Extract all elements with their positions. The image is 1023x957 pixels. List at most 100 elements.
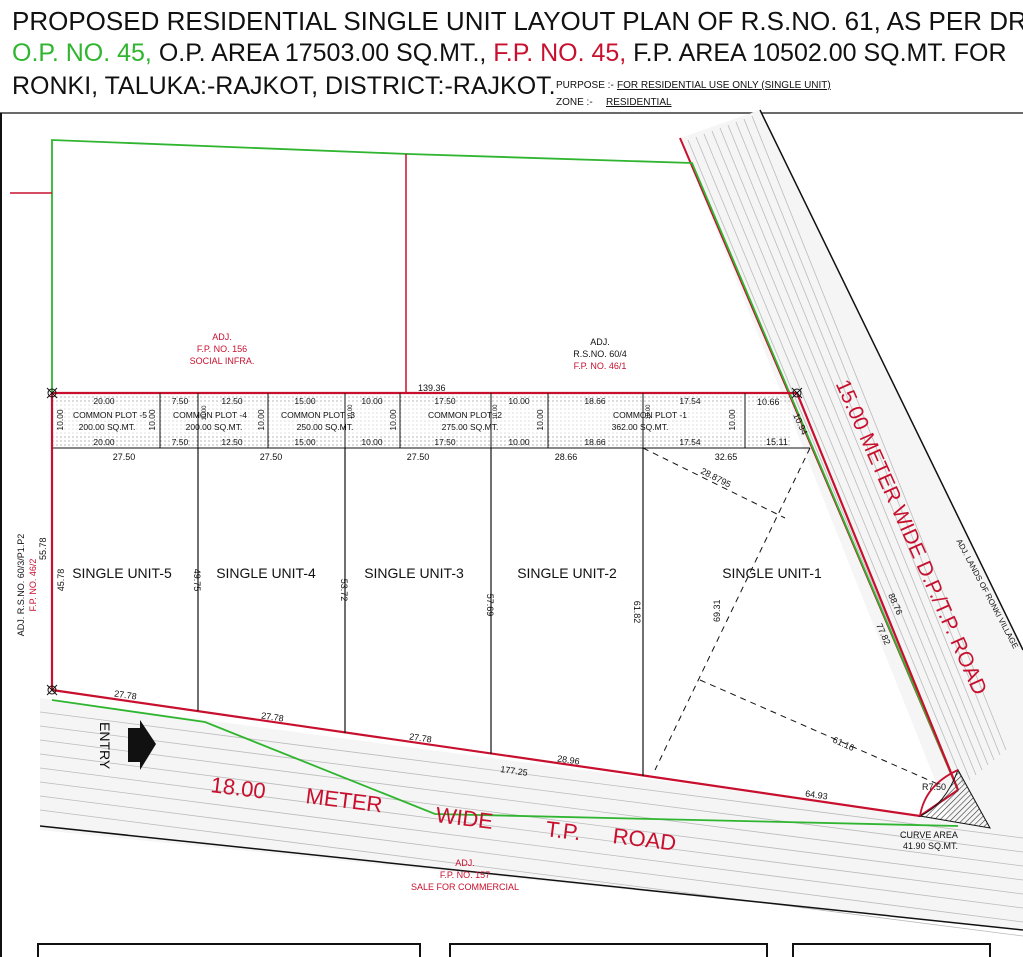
unit-4-label: SINGLE UNIT-4	[216, 565, 316, 581]
unit-4-side: 49.75	[192, 569, 202, 592]
svg-text:ADJ.: ADJ.	[455, 858, 475, 868]
dim-unit1-inner: 61.16	[831, 735, 856, 753]
unit-4-top: 27.50	[260, 452, 283, 462]
cp1-side-a: 10.00	[646, 404, 652, 420]
cp3-area: 250.00 SQ.MT.	[297, 422, 354, 432]
cp3-name: COMMON PLOT -3	[281, 410, 355, 420]
op-boundary-green	[51, 139, 959, 791]
unit-3-label: SINGLE UNIT-3	[364, 565, 464, 581]
svg-text:F.P. NO. 46/2: F.P. NO. 46/2	[28, 559, 38, 612]
dim-curve-r: R7.50	[922, 782, 946, 792]
cp3-top-b: 10.00	[361, 396, 383, 406]
cp3-top-a: 15.00	[294, 396, 316, 406]
svg-text:F.P. NO. 46/1: F.P. NO. 46/1	[574, 361, 627, 371]
unit-5-top: 27.50	[113, 452, 136, 462]
purpose-label: PURPOSE :-	[556, 80, 614, 91]
entry-arrow-icon	[128, 720, 156, 770]
cp5-side-right: 10.00	[147, 409, 157, 431]
cp4-side-b: 10.00	[256, 409, 266, 431]
cp2-area: 275.00 SQ.MT.	[442, 422, 499, 432]
road-18m	[39, 698, 1023, 937]
dim-east-c: 15.11	[766, 437, 788, 447]
cp2-bot-b: 10.00	[508, 437, 530, 447]
units: SINGLE UNIT-5 SINGLE UNIT-4 SINGLE UNIT-…	[56, 452, 828, 802]
cp5-top: 20.00	[93, 396, 115, 406]
svg-text:R.S.NO. 60/4: R.S.NO. 60/4	[573, 349, 627, 359]
svg-text:F.P. NO. 157: F.P. NO. 157	[440, 870, 490, 880]
cp2-name: COMMON PLOT -2	[428, 410, 502, 420]
dim-north-top: 139.36	[418, 383, 446, 393]
road-15m	[679, 109, 1023, 838]
unit-4-bottom: 27.78	[261, 711, 285, 724]
cp3-side-a: 10.00	[348, 404, 354, 420]
common-plots: 20.00 COMMON PLOT -5 200.00 SQ.MT. 20.00…	[55, 396, 737, 447]
adj-west-top: ADJ. F.P. NO. 156 SOCIAL INFRA.	[190, 332, 255, 366]
cp4-side-a: 10.00	[202, 405, 208, 421]
cp4-top-a: 7.50	[172, 396, 189, 406]
adj-bottom: ADJ. F.P. NO. 157 SALE FOR COMMERCIAL	[411, 858, 519, 892]
cp5-name: COMMON PLOT -5	[73, 410, 147, 420]
op-number: O.P. NO. 45,	[12, 39, 152, 67]
cp5-area: 200.00 SQ.MT.	[79, 422, 136, 432]
svg-text:F.P. NO. 156: F.P. NO. 156	[197, 344, 247, 354]
cp2-bot-a: 17.50	[434, 437, 456, 447]
svg-text:ADJ.: ADJ.	[212, 332, 232, 342]
purpose-value: FOR RESIDENTIAL USE ONLY (SINGLE UNIT)	[617, 80, 831, 91]
zone-label: ZONE :-	[556, 97, 593, 108]
cp2-top-b: 10.00	[508, 396, 530, 406]
title-block: PROPOSED RESIDENTIAL SINGLE UNIT LAYOUT …	[12, 6, 1023, 108]
cp4-name: COMMON PLOT -4	[173, 410, 247, 420]
dim-south-total: 177.25	[500, 764, 529, 778]
cp1-top-a: 18.66	[584, 396, 606, 406]
unit-1-top: 32.65	[715, 452, 738, 462]
svg-text:T.P.: T.P.	[544, 816, 582, 845]
svg-text:ADJ. R.S.NO. 60/3/P1.P2: ADJ. R.S.NO. 60/3/P1.P2	[16, 534, 26, 637]
unit-5-side: 45.78	[56, 569, 66, 592]
adj-left-side: ADJ. R.S.NO. 60/3/P1.P2 F.P. NO. 46/2	[16, 534, 38, 637]
unit-2-top: 28.66	[555, 452, 578, 462]
cp4-bot-a: 7.50	[172, 437, 189, 447]
cp1-bot-b: 17.54	[679, 437, 701, 447]
cp2-side-b: 10.00	[535, 409, 545, 431]
svg-text:SOCIAL INFRA.: SOCIAL INFRA.	[190, 356, 255, 366]
cp1-area: 362.00 SQ.MT.	[612, 422, 669, 432]
cp4-top-b: 12.50	[221, 396, 243, 406]
cp5-side-left: 10.00	[55, 409, 65, 431]
cp3-side-b: 10.00	[388, 409, 398, 431]
title-line-3: RONKI, TALUKA:-RAJKOT, DISTRICT:-RAJKOT.	[12, 72, 556, 100]
unit-5-label: SINGLE UNIT-5	[72, 565, 172, 581]
cp3-bot-a: 15.00	[294, 437, 316, 447]
svg-text:ADJ.: ADJ.	[590, 337, 610, 347]
cp1-top-b: 17.54	[679, 396, 701, 406]
dim-east-a: 10.66	[757, 397, 780, 407]
cp5-bot: 20.00	[93, 437, 115, 447]
unit-1-label: SINGLE UNIT-1	[722, 565, 822, 581]
cp2-top-a: 17.50	[434, 396, 456, 406]
title-line-2: O.P. NO. 45, O.P. AREA 17503.00 SQ.MT., …	[12, 39, 1007, 67]
zone-value: RESIDENTIAL	[606, 97, 672, 108]
unit-5-bottom: 27.78	[114, 689, 138, 702]
entry-label: ENTRY	[97, 722, 113, 770]
curve-area-value: 41.90 SQ.MT.	[903, 841, 958, 851]
dim-unit1-vert: 69.31	[712, 599, 722, 622]
cp4-area: 200.00 SQ.MT.	[186, 422, 243, 432]
corner-markers	[46, 387, 803, 696]
fp-number: F.P. NO. 45,	[486, 39, 626, 67]
dim-west-total: 55.78	[38, 537, 48, 560]
svg-text:SALE FOR COMMERCIAL: SALE FOR COMMERCIAL	[411, 882, 519, 892]
entry-marker: ENTRY	[97, 720, 156, 770]
fp-area: F.P. AREA 10502.00 SQ.MT. FOR	[626, 39, 1006, 67]
unit-3-bottom: 27.78	[409, 732, 433, 745]
op-area: O.P. AREA 17503.00 SQ.MT.,	[152, 39, 486, 67]
unit-2-bottom: 28.96	[557, 754, 581, 767]
unit-3-top: 27.50	[407, 452, 430, 462]
cp2-side-a: 10.00	[493, 404, 499, 420]
legend-frames	[37, 943, 991, 957]
cp4-bot-b: 12.50	[221, 437, 243, 447]
unit-2-side: 57.69	[485, 594, 495, 617]
unit-2-label: SINGLE UNIT-2	[517, 565, 617, 581]
unit-1-side: 61.82	[632, 601, 642, 624]
title-line-1: PROPOSED RESIDENTIAL SINGLE UNIT LAYOUT …	[12, 6, 1023, 36]
cp1-bot-a: 18.66	[584, 437, 606, 447]
adj-east-top: ADJ. R.S.NO. 60/4 F.P. NO. 46/1	[573, 337, 627, 371]
